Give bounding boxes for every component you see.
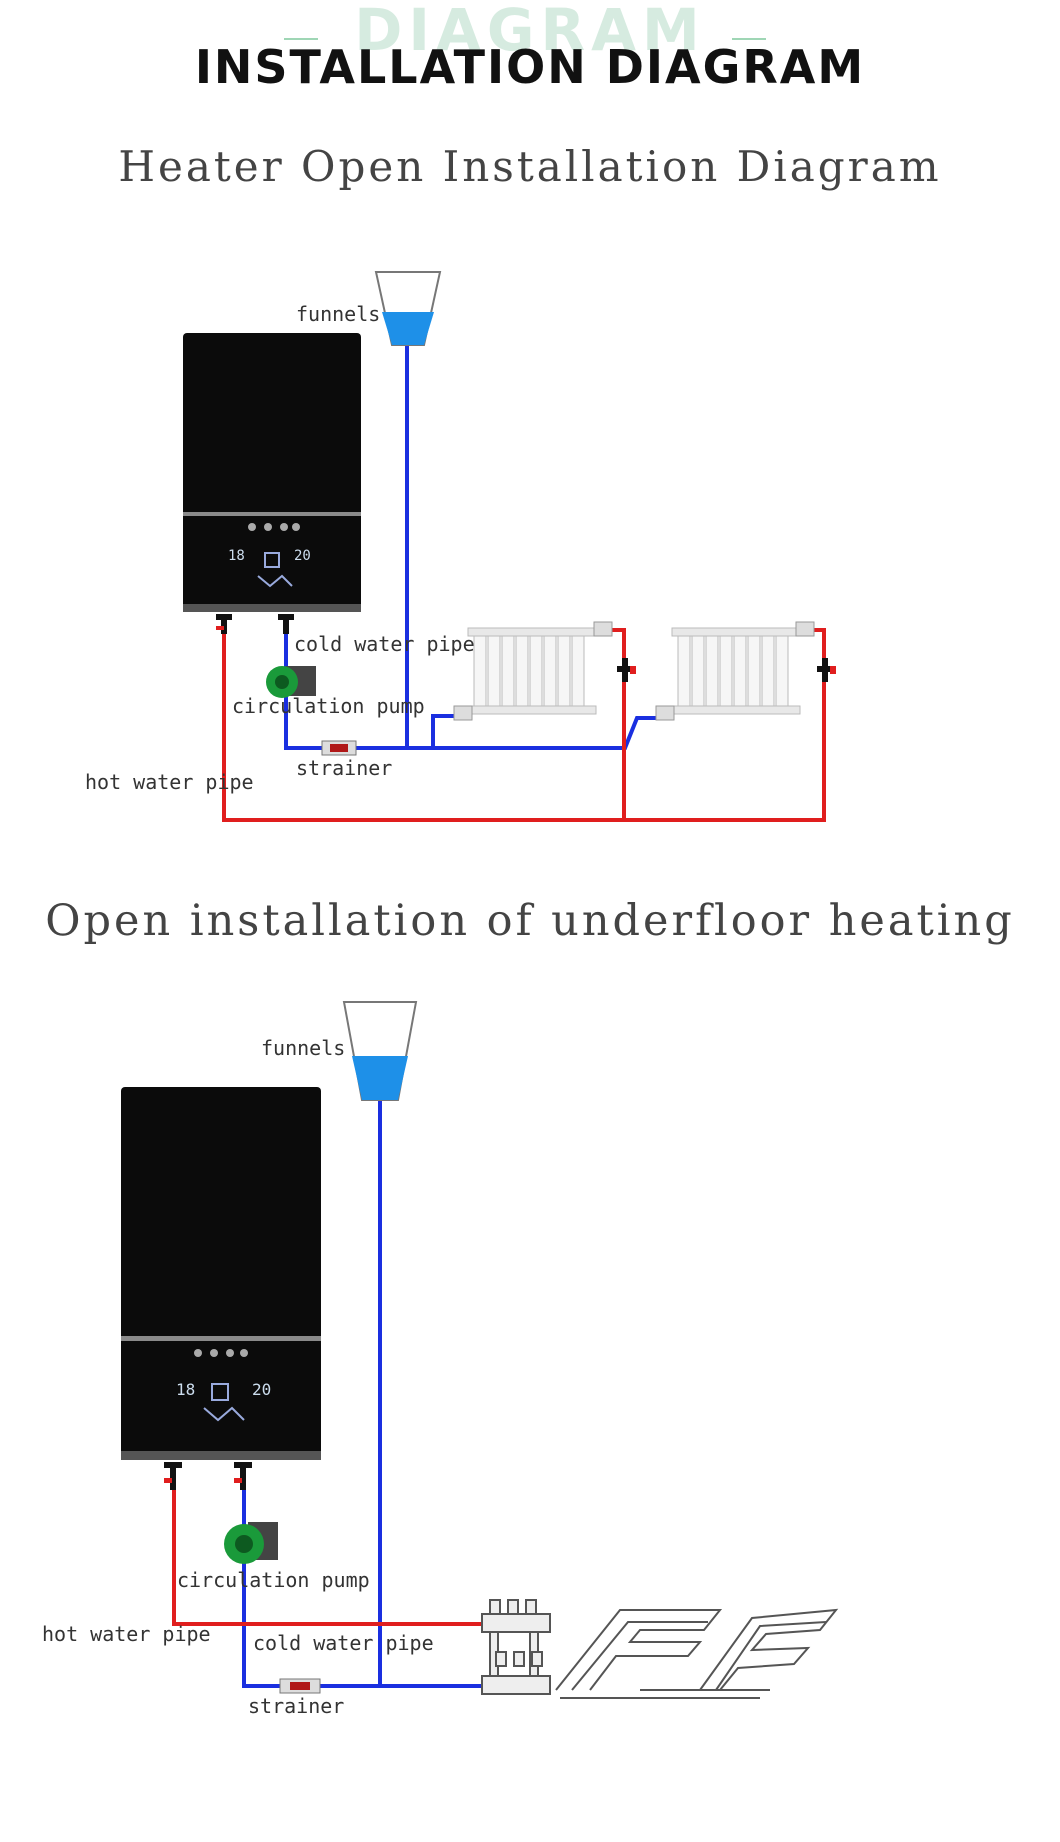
diagram1-radiator-1	[453, 621, 613, 721]
diagram1-strainer	[321, 740, 357, 756]
diagram1-title: Heater Open Installation Diagram	[118, 142, 942, 191]
diagram2-display-left: 18	[176, 1380, 196, 1399]
diagram1-radiator-2	[655, 621, 815, 721]
diagram2-label-circulation-pump: circulation pump	[177, 1568, 370, 1592]
diagram2-funnel	[342, 1001, 418, 1101]
diagram2-label-hot-water-pipe: hot water pipe	[42, 1622, 211, 1646]
header-watermark: DIAGRAM	[354, 0, 706, 64]
diagram2-hot-pipes	[172, 1486, 482, 1626]
diagram2-manifold	[481, 1599, 551, 1695]
diagram1-label-circulation-pump: circulation pump	[232, 694, 425, 718]
diagram2-pump	[224, 1522, 278, 1564]
diagram1-display-left: 18	[228, 548, 245, 564]
diagram2-heater	[121, 1087, 321, 1460]
diagram1-heater	[183, 333, 361, 612]
diagram2-floor-coils	[555, 1608, 839, 1699]
diagram1-valves	[216, 614, 836, 682]
diagram2-title: Open installation of underfloor heating	[45, 896, 1015, 946]
diagram1-label-funnels: funnels	[296, 302, 381, 326]
diagram2-strainer	[279, 1678, 321, 1694]
diagram1-funnel	[374, 271, 442, 346]
diagram1-label-hot-water-pipe: hot water pipe	[85, 770, 254, 794]
diagram2-label-funnels: funnels	[261, 1036, 346, 1060]
page-title: INSTALLATION DIAGRAM	[194, 40, 866, 94]
diagram2-display-right: 20	[252, 1380, 272, 1399]
diagram2-label-cold-water-pipe: cold water pipe	[253, 1631, 434, 1655]
diagram2-valves	[164, 1462, 252, 1490]
diagram1-label-strainer: strainer	[296, 756, 393, 780]
diagram1-pump	[266, 666, 316, 698]
diagram1-label-cold-water-pipe: cold water pipe	[294, 632, 475, 656]
header-rule-left	[284, 38, 318, 40]
header-rule-right	[732, 38, 766, 40]
diagram1-display-right: 20	[294, 548, 311, 564]
diagram2-label-strainer: strainer	[248, 1694, 345, 1718]
